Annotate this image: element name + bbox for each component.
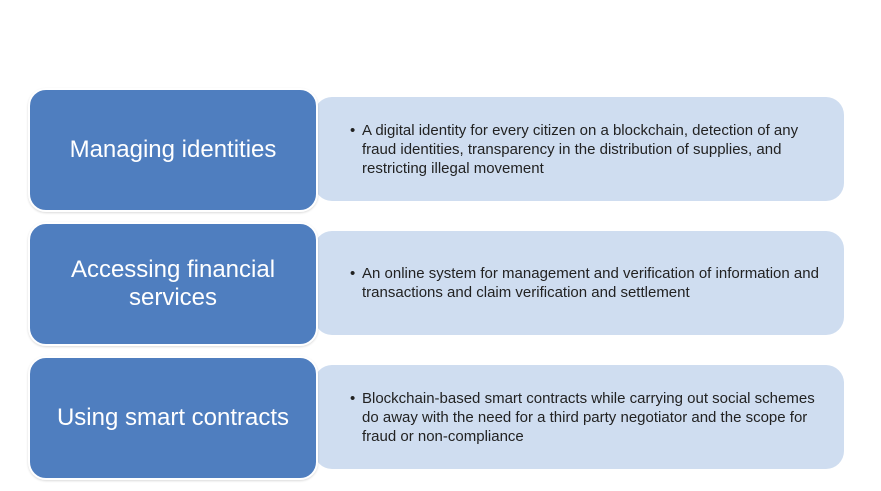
bullet-text: Blockchain-based smart contracts while c…: [362, 389, 815, 445]
bullet-item: • A digital identity for every citizen o…: [350, 121, 824, 178]
label-text: Accessing financial services: [70, 256, 276, 311]
label-box: Using smart contracts: [28, 356, 318, 480]
label-text: Using smart contracts: [56, 404, 290, 431]
label-box: Managing identities: [28, 88, 318, 212]
detail-box: • An online system for management and ve…: [314, 231, 844, 335]
bullet-list: • Blockchain-based smart contracts while…: [350, 389, 824, 446]
row-accessing-financial-services: • An online system for management and ve…: [28, 222, 846, 346]
bullet-dot-icon: •: [350, 265, 356, 282]
bullet-dot-icon: •: [350, 389, 356, 407]
detail-box: • A digital identity for every citizen o…: [314, 97, 844, 201]
bullet-text: A digital identity for every citizen on …: [362, 121, 799, 177]
bullet-list: • A digital identity for every citizen o…: [350, 121, 824, 178]
bullet-item: • Blockchain-based smart contracts while…: [350, 389, 824, 446]
row-using-smart-contracts: • Blockchain-based smart contracts while…: [28, 356, 846, 480]
label-box: Accessing financial services: [28, 222, 318, 346]
bullet-item: • An online system for management and ve…: [350, 264, 824, 302]
label-text: Managing identities: [69, 136, 277, 163]
row-managing-identities: • A digital identity for every citizen o…: [28, 88, 846, 212]
bullet-text: An online system for management and veri…: [362, 265, 819, 301]
bullet-dot-icon: •: [350, 121, 356, 139]
bullet-list: • An online system for management and ve…: [350, 264, 824, 302]
detail-box: • Blockchain-based smart contracts while…: [314, 365, 844, 469]
